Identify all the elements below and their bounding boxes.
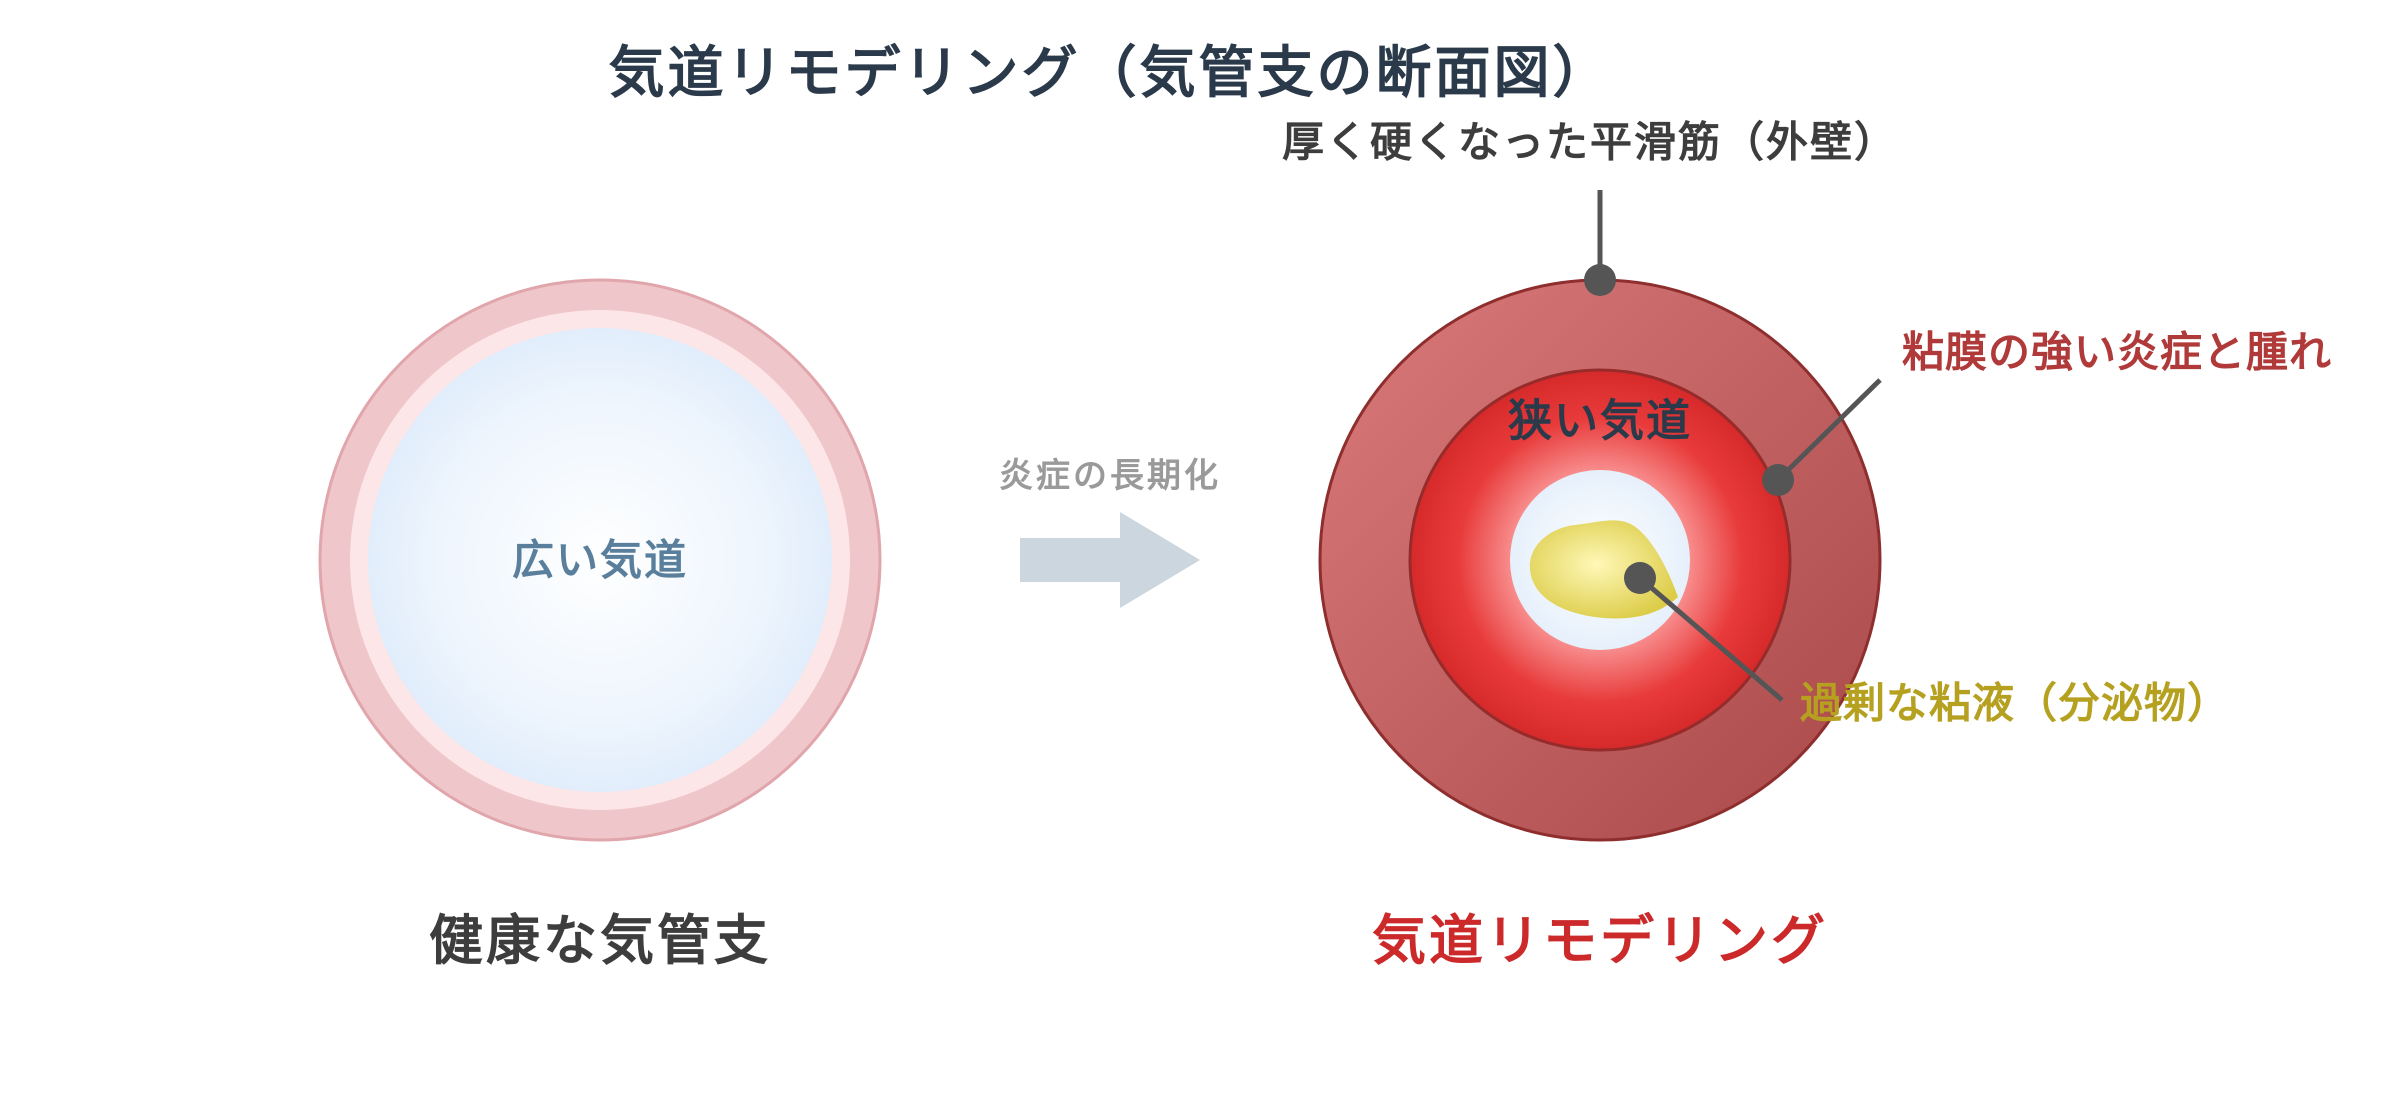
mucus-callout: 過剰な粘液（分泌物） bbox=[1800, 679, 2230, 728]
mucus-leader bbox=[1638, 576, 1784, 702]
smooth-muscle-marker bbox=[1584, 264, 1616, 296]
mucus-marker bbox=[1624, 562, 1656, 594]
healthy-lumen bbox=[368, 328, 832, 792]
remodeled-caption: 気道リモデリング bbox=[1372, 909, 1828, 972]
healthy-caption: 健康な気管支 bbox=[429, 909, 771, 972]
healthy-bronchus: 広い気道 bbox=[318, 278, 882, 842]
mucosa-leader bbox=[1778, 378, 1882, 480]
smooth-muscle-callout: 厚く硬くなった平滑筋（外壁） bbox=[1282, 118, 1898, 167]
transition-label: 炎症の長期化 bbox=[999, 456, 1221, 496]
mucosa-marker bbox=[1762, 464, 1794, 496]
narrow-lumen-label: 狭い気道 bbox=[1508, 395, 1692, 446]
diagram-title: 気道リモデリング（気管支の断面図） bbox=[609, 41, 1612, 106]
transition-arrow-icon bbox=[1020, 512, 1200, 608]
mucosa-callout: 粘膜の強い炎症と腫れ bbox=[1902, 328, 2332, 377]
remodeled-bronchus: 狭い気道 bbox=[1318, 278, 1882, 842]
healthy-lumen-label: 広い気道 bbox=[512, 536, 688, 585]
